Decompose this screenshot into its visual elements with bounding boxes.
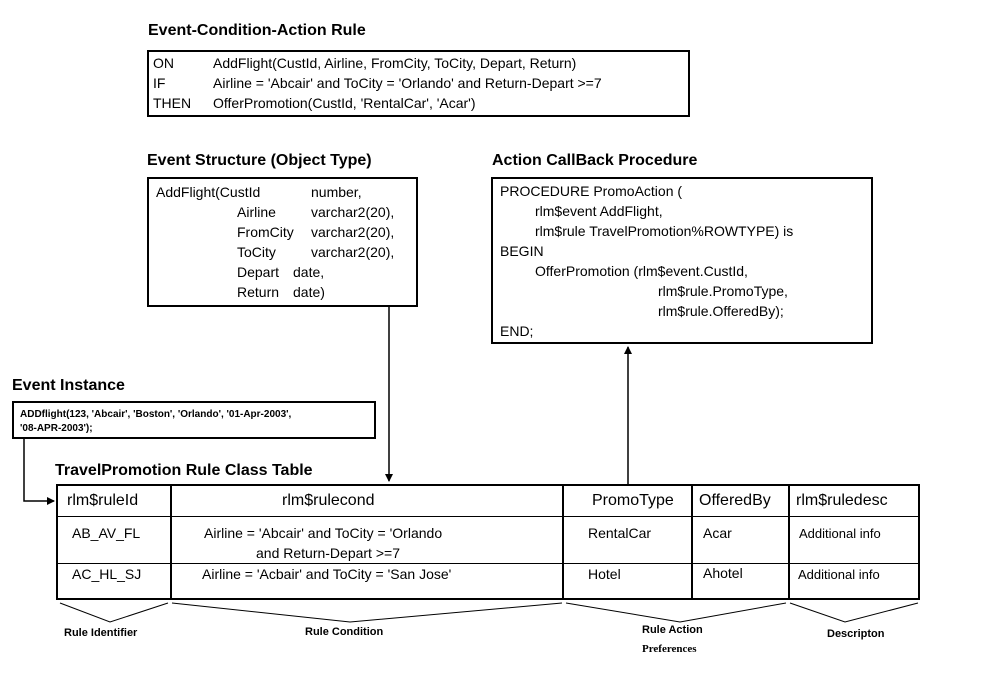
table-row-divider [58, 563, 918, 564]
header-offered-by: OfferedBy [699, 492, 771, 509]
structure-field-name: Airline [237, 204, 276, 220]
row1-rule-desc: Additional info [799, 526, 881, 541]
event-structure-box: AddFlight(CustId number, Airline varchar… [147, 177, 418, 307]
rule-table-title: TravelPromotion Rule Class Table [55, 462, 313, 479]
callback-title: Action CallBack Procedure [492, 152, 698, 169]
column-braces [59, 602, 919, 623]
rule-class-table: rlm$ruleId rlm$rulecond PromoType Offere… [56, 484, 920, 600]
row1-promo-type: RentalCar [588, 525, 652, 541]
structure-field-name: Return [237, 284, 280, 300]
label-rule-condition: Rule Condition [305, 626, 384, 638]
structure-field-name: FromCity [237, 224, 294, 240]
row2-offered-by: Ahotel [703, 565, 743, 581]
eca-then-text: OfferPromotion(CustId, 'RentalCar', 'Aca… [213, 95, 476, 111]
eca-kw-if: IF [153, 75, 166, 91]
instance-line-2: '08-APR-2003'); [20, 423, 93, 434]
event-instance-box: ADDflight(123, 'Abcair', 'Boston', 'Orla… [12, 401, 376, 439]
row1-cond-line2: and Return-Depart >=7 [256, 545, 400, 561]
table-col-divider [562, 486, 564, 598]
eca-if-text: Airline = 'Abcair' and ToCity = 'Orlando… [213, 75, 602, 91]
table-header-divider [58, 516, 918, 517]
event-instance-title: Event Instance [12, 377, 125, 394]
eca-title: Event-Condition-Action Rule [148, 22, 366, 39]
structure-head: AddFlight(CustId [156, 184, 261, 200]
row2-promo-type: Hotel [588, 566, 621, 582]
row2-rule-desc: Additional info [798, 567, 880, 582]
callback-line: rlm$rule TravelPromotion%ROWTYPE) is [535, 223, 794, 239]
structure-field-name: Depart [237, 264, 280, 280]
header-rule-desc: rlm$ruledesc [796, 492, 888, 509]
table-col-divider [788, 486, 790, 598]
eca-on-text: AddFlight(CustId, Airline, FromCity, ToC… [213, 55, 577, 71]
structure-field-name: ToCity [237, 244, 276, 260]
label-description: Descripton [827, 628, 885, 640]
label-preferences: Preferences [642, 643, 697, 655]
table-col-divider [691, 486, 693, 598]
header-rule-id: rlm$ruleId [67, 492, 139, 509]
event-structure-title: Event Structure (Object Type) [147, 152, 372, 169]
structure-field-type: varchar2(20), [311, 224, 395, 240]
structure-head-type: number, [311, 184, 362, 200]
callback-line: PROCEDURE PromoAction ( [500, 183, 683, 199]
callback-line: OfferPromotion (rlm$event.CustId, [535, 263, 748, 279]
callback-line: rlm$rule.OfferedBy); [658, 303, 784, 319]
structure-field-type: date, [293, 264, 325, 280]
header-rule-cond: rlm$rulecond [282, 492, 375, 509]
row2-cond-line1: Airline = 'Acbair' and ToCity = 'San Jos… [202, 566, 452, 582]
row1-rule-id: AB_AV_FL [72, 525, 141, 541]
row2-rule-id: AC_HL_SJ [72, 566, 142, 582]
instance-line-1: ADDflight(123, 'Abcair', 'Boston', 'Orla… [20, 409, 292, 420]
callback-box: PROCEDURE PromoAction ( rlm$event AddFli… [491, 177, 873, 344]
eca-kw-then: THEN [153, 95, 192, 111]
callback-line: END; [500, 323, 534, 339]
eca-rule-box: ON AddFlight(CustId, Airline, FromCity, … [147, 50, 690, 117]
callback-line: rlm$rule.PromoType, [658, 283, 788, 299]
eca-kw-on: ON [153, 55, 174, 71]
structure-field-type: varchar2(20), [311, 204, 395, 220]
label-rule-identifier: Rule Identifier [64, 627, 138, 639]
header-promo-type: PromoType [592, 492, 674, 509]
structure-field-type: date) [293, 284, 325, 300]
structure-field-type: varchar2(20), [311, 244, 395, 260]
row1-cond-line1: Airline = 'Abcair' and ToCity = 'Orlando [204, 525, 443, 541]
row1-offered-by: Acar [703, 525, 732, 541]
callback-line: rlm$event AddFlight, [535, 203, 663, 219]
callback-line: BEGIN [500, 243, 544, 259]
table-col-divider [170, 486, 172, 598]
label-rule-action: Rule Action [642, 624, 703, 636]
arrow-instance-to-table [23, 438, 55, 505]
